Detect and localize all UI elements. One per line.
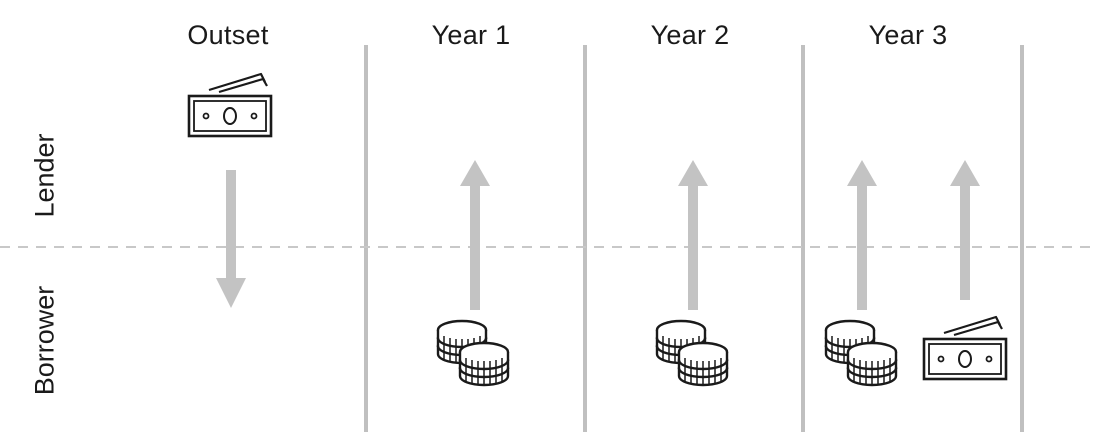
arrow-up bbox=[678, 160, 708, 310]
column-label-year-3: Year 3 bbox=[868, 20, 948, 50]
arrow-up bbox=[460, 160, 490, 310]
arrow-up bbox=[950, 160, 980, 300]
coins-icon bbox=[657, 321, 727, 385]
coins-icon bbox=[826, 321, 896, 385]
banknote-icon bbox=[187, 72, 273, 138]
column-label-outset: Outset bbox=[187, 20, 269, 50]
column-label-year-2: Year 2 bbox=[650, 20, 730, 50]
arrow-down bbox=[216, 170, 246, 308]
arrow-up bbox=[847, 160, 877, 310]
banknote-icon bbox=[922, 315, 1008, 381]
coins-icon bbox=[438, 321, 508, 385]
column-label-year-1: Year 1 bbox=[431, 20, 511, 50]
